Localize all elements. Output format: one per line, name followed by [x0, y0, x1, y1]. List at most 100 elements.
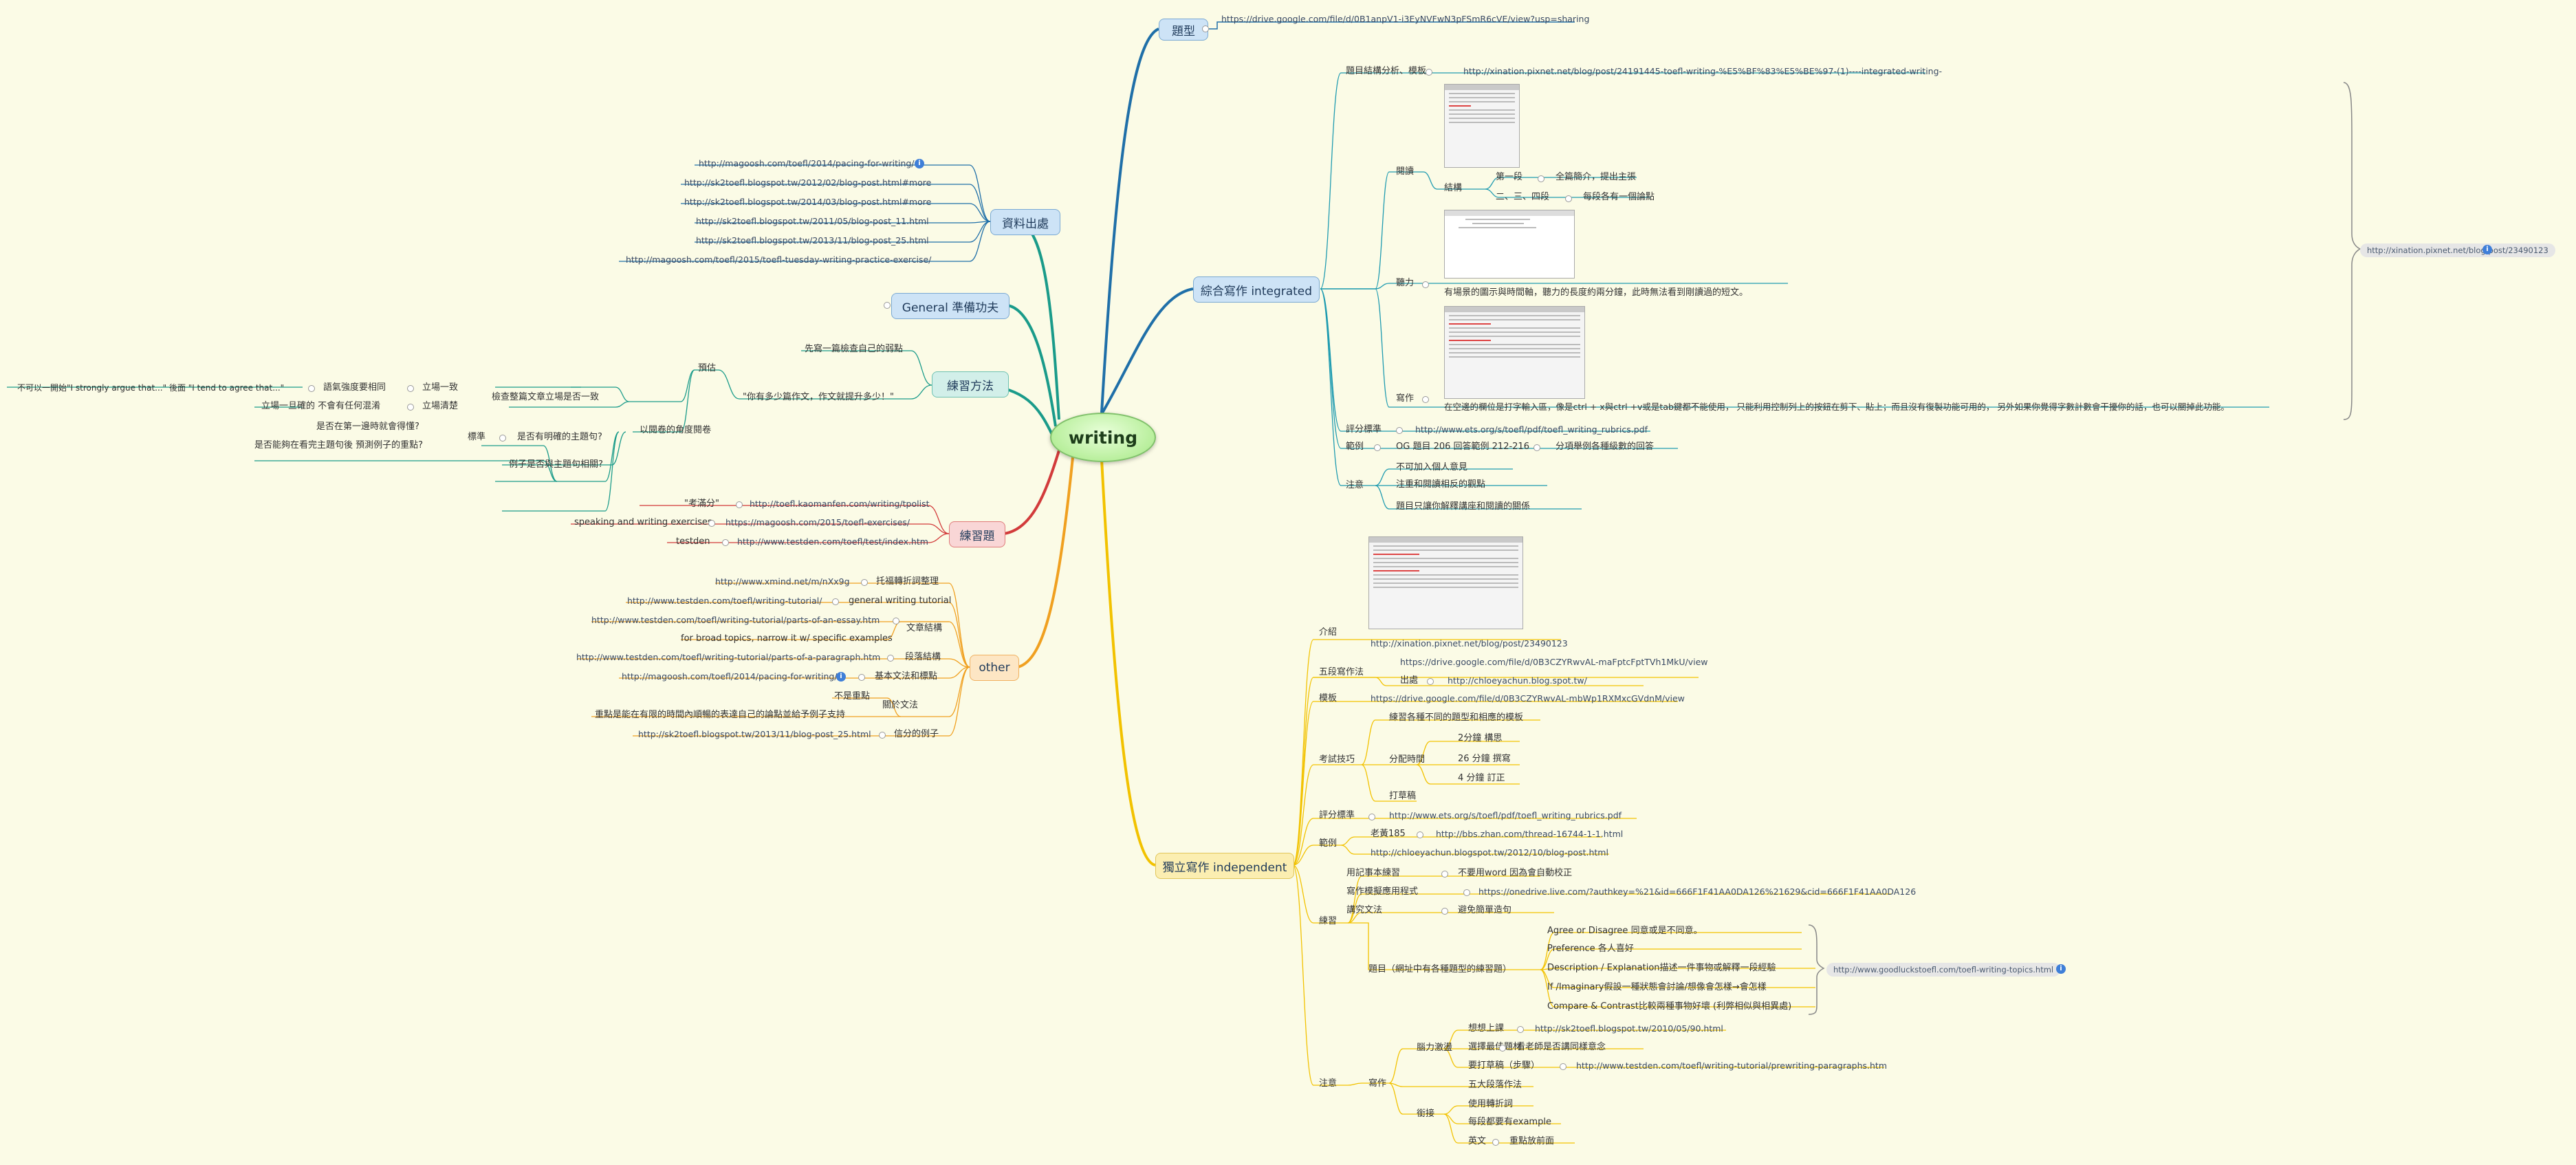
collapse-dot[interactable] [1374, 444, 1381, 451]
template-label[interactable]: 模板 [1319, 693, 1338, 704]
time-item-1[interactable]: 2分鐘 構思 [1458, 733, 1503, 743]
time-item-2[interactable]: 26 分鐘 撰寫 [1458, 754, 1511, 764]
topics-label[interactable]: 題目（網址中有各種題型的練習題） [1368, 964, 1512, 975]
listening-label[interactable]: 聽力 [1396, 278, 1415, 288]
notepad-label[interactable]: 用記事本練習 [1346, 868, 1401, 878]
listening-note[interactable]: 有場景的圖示與時間軸，聽力的長度約兩分鐘，此時無法看到剛讀過的短文。 [1444, 287, 1749, 298]
collapse-dot[interactable] [1533, 444, 1540, 451]
writing-label[interactable]: 寫作 [1396, 393, 1415, 404]
collapse-dot[interactable] [1368, 814, 1375, 820]
info-icon[interactable]: i [836, 672, 846, 682]
time-item-3[interactable]: 4 分鐘 訂正 [1458, 773, 1505, 783]
methods-prep[interactable]: 預估 [698, 363, 717, 373]
collapse-dot[interactable] [1538, 175, 1544, 182]
topic-general[interactable]: General 準備功夫 [891, 293, 1009, 319]
practice-2-label[interactable]: speaking and writing exercises [574, 517, 712, 527]
topic-3[interactable]: Description / Explanation描述一件事物或解釋一段經驗 [1547, 963, 1776, 973]
collapse-dot[interactable] [1417, 831, 1423, 838]
grammar-note[interactable]: 避免簡單造句 [1458, 905, 1512, 915]
source-link-2[interactable]: http://sk2toefl.blogspot.tw/2012/02/blog… [684, 177, 932, 188]
collapse-dot[interactable] [1492, 1139, 1499, 1146]
practice-1-link[interactable]: http://toefl.kaomanfen.com/writing/tpoli… [750, 499, 930, 509]
integrated-note-3[interactable]: 題目只讓你解釋講座和閱讀的關係 [1396, 501, 1531, 512]
collapse-dot[interactable] [832, 598, 839, 605]
other-9-label[interactable]: 信分的例子 [894, 729, 939, 739]
notepad-note[interactable]: 不要用word 因為會自動校正 [1458, 868, 1573, 878]
other-5-label[interactable]: 段落結構 [905, 652, 941, 662]
source-link-6[interactable]: http://magoosh.com/toefl/2015/toefl-tues… [626, 254, 932, 265]
methods-clear-theme[interactable]: 是否有明確的主題句? [517, 432, 602, 442]
other-6-link[interactable]: http://magoosh.com/toefl/2014/pacing-for… [622, 671, 838, 682]
practice-1-label[interactable]: "考滿分" [684, 499, 719, 509]
topic-4[interactable]: If /Imaginary假設一種狀態會討論/想像會怎樣→會怎樣 [1547, 982, 1767, 992]
topic-methods[interactable]: 練習方法 [932, 371, 1009, 398]
five-source-link[interactable]: http://chloeyachun.blog.spot.tw/ [1448, 675, 1587, 686]
collapse-dot[interactable] [736, 501, 743, 508]
integrated-example-text[interactable]: OG 題目 206 回答範例 212-216 [1396, 442, 1529, 452]
other-3-link[interactable]: http://www.testden.com/toefl/writing-tut… [591, 615, 880, 625]
draft-link[interactable]: http://www.testden.com/toefl/writing-tut… [1576, 1060, 1887, 1071]
example1-label[interactable]: 老黃185 [1371, 829, 1406, 839]
collapse-dot[interactable] [1427, 678, 1434, 685]
other-7-text[interactable]: 不是重點 [834, 691, 871, 701]
topic-practice[interactable]: 練習題 [949, 521, 1005, 547]
other-6-label[interactable]: 基本文法和標點 [875, 671, 938, 682]
practice-3-link[interactable]: http://www.testden.com/toefl/test/index.… [737, 536, 928, 547]
topic-2[interactable]: Preference 各人喜好 [1547, 944, 1634, 954]
methods-standard[interactable]: 標準 [468, 432, 486, 442]
topic-5[interactable]: Compare & Contrast比較兩種事物好壞 (利弊相似與相異處) [1547, 1001, 1792, 1012]
collapse-dot[interactable] [407, 385, 414, 392]
topic-question-type[interactable]: 題型 [1159, 19, 1208, 41]
independent-writing-label[interactable]: 寫作 [1368, 1078, 1387, 1089]
collapse-dot[interactable] [1422, 396, 1429, 403]
topic-other[interactable]: other [970, 655, 1019, 681]
para1-label[interactable]: 第一段 [1496, 172, 1523, 182]
independent-example-label[interactable]: 範例 [1319, 838, 1338, 849]
collapse-dot[interactable] [308, 385, 315, 392]
reading-label[interactable]: 閱讀 [1396, 166, 1415, 177]
five-para-link[interactable]: https://drive.google.com/file/d/0B3CZYRw… [1400, 657, 1708, 667]
stance1-b[interactable]: 立場一致 [422, 382, 459, 393]
example1-link[interactable]: http://bbs.zhan.com/thread-16744-1-1.htm… [1436, 829, 1624, 839]
other-7-label[interactable]: 關於文法 [882, 700, 919, 710]
topic-sources[interactable]: 資料出處 [990, 209, 1060, 235]
methods-q3[interactable]: 例子是否與主題句相關? [509, 459, 603, 470]
other-2-link[interactable]: http://www.testden.com/toefl/writing-tut… [627, 596, 822, 606]
para1-note[interactable]: 全篇簡介，提出主張 [1556, 172, 1637, 182]
collapse-dot[interactable] [1441, 871, 1448, 878]
collapse-dot[interactable] [893, 618, 899, 624]
typing-label[interactable]: 寫作模擬應用程式 [1346, 886, 1419, 897]
collapse-dot[interactable] [1441, 908, 1448, 915]
integrated-example-note[interactable]: 分項舉例各種級數的回答 [1556, 442, 1655, 452]
collapse-dot[interactable] [499, 435, 506, 442]
source-link-5[interactable]: http://sk2toefl.blogspot.tw/2013/11/blog… [696, 235, 929, 246]
connect-label[interactable]: 銜接 [1417, 1109, 1435, 1119]
collapse-dot[interactable] [861, 579, 868, 586]
integrated-note-2[interactable]: 注重和閱讀相反的觀點 [1396, 479, 1486, 490]
brainstorm-link[interactable]: http://sk2toefl.blogspot.tw/2010/05/90.h… [1535, 1023, 1723, 1034]
integrated-side-link[interactable]: http://xination.pixnet.net/blog/post/234… [2360, 243, 2555, 257]
collapse-dot[interactable] [1396, 427, 1403, 434]
collapse-dot[interactable] [1463, 889, 1470, 896]
independent-intro-link[interactable]: http://xination.pixnet.net/blog/post/234… [1371, 638, 1568, 649]
integrated-rubric-label[interactable]: 評分標準 [1346, 424, 1382, 435]
methods-question[interactable]: "你有多少篇作文，作文就提升多少！" [743, 392, 894, 402]
collapse-dot[interactable] [407, 404, 414, 411]
brainstorm-item-2-note[interactable]: 看老師是否講同樣意念 [1516, 1042, 1606, 1052]
structure-label[interactable]: 結構 [1444, 183, 1463, 193]
integrated-note-1[interactable]: 不可加入個人意見 [1396, 462, 1468, 472]
template-link[interactable]: https://drive.google.com/file/d/0B3CZYRw… [1371, 693, 1685, 704]
collapse-dot[interactable] [1499, 1045, 1506, 1052]
collapse-dot[interactable] [879, 732, 886, 739]
collapse-dot[interactable] [1517, 1026, 1524, 1033]
methods-first[interactable]: 先寫一篇檢查自己的弱點 [805, 344, 904, 354]
other-5-link[interactable]: http://www.testden.com/toefl/writing-tut… [576, 652, 881, 662]
integrated-example-label[interactable]: 範例 [1346, 442, 1364, 452]
exam-skill-label[interactable]: 考試技巧 [1319, 754, 1355, 765]
independent-rubric-link[interactable]: http://www.ets.org/s/toefl/pdf/toefl_wri… [1389, 810, 1622, 820]
connect-item-3-note[interactable]: 重點放前面 [1509, 1136, 1555, 1146]
info-icon[interactable]: i [915, 159, 924, 168]
question-type-link[interactable]: https://drive.google.com/file/d/0B1anpV1… [1221, 14, 1590, 24]
info-icon[interactable]: i [2056, 964, 2066, 974]
typing-link[interactable]: https://onedrive.live.com/?authkey=%21&i… [1478, 886, 1917, 897]
